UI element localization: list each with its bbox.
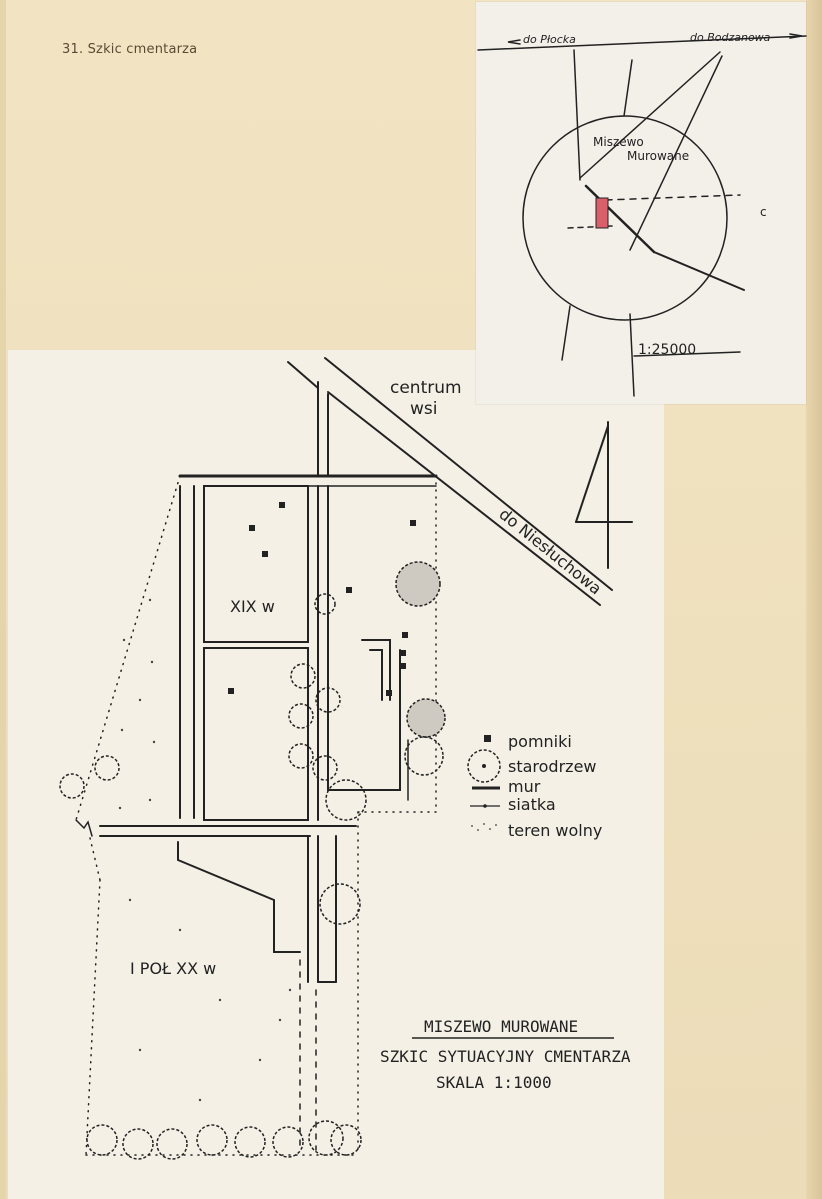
arrow-right-icon: [789, 33, 803, 39]
old-tree-icon: [467, 749, 501, 783]
dashed-road-2: [567, 225, 613, 229]
old-tree-icon: [94, 755, 120, 781]
centrum-label-line1: centrum: [390, 378, 462, 398]
south-road: [561, 305, 571, 361]
centrum-label-line2: wsi: [410, 399, 437, 419]
location-inset-sheet: [476, 2, 806, 404]
old-tree-icon: [395, 561, 441, 607]
area-circle: [522, 115, 728, 321]
inset-mark: c: [760, 205, 767, 219]
north-arrow: [575, 421, 633, 569]
village-street: [584, 184, 656, 254]
figure-caption: 31. Szkic cmentarza: [62, 42, 198, 57]
monument-square-icon: [386, 690, 392, 696]
old-tree-icon: [288, 703, 314, 729]
south-road-2: [629, 313, 635, 397]
monument-square-icon: [262, 551, 268, 557]
scale-bar: [633, 351, 741, 357]
monument-square-icon: [249, 525, 255, 531]
title-subtitle: SZKIC SYTUACYJNY CMENTARZA: [380, 1047, 631, 1066]
old-tree-icon: [314, 593, 336, 615]
legend: pomniki starodrzew mur siatka teren woln…: [467, 732, 602, 840]
inset-scale-label: 1:25000: [638, 342, 696, 358]
monuments-group: [228, 502, 416, 696]
old-tree-icon: [404, 736, 444, 776]
monument-square-icon: [402, 632, 408, 638]
fence-break: [75, 819, 93, 837]
title-place: MISZEWO MUROWANE: [424, 1017, 578, 1036]
centrum-road-line: [287, 361, 319, 389]
section-19c-label: XIX w: [230, 597, 275, 616]
right-plot-inner-2: [369, 649, 383, 701]
dashed-road: [605, 194, 741, 201]
cemetery-location-marker: [595, 197, 609, 229]
old-tree-icon: [319, 883, 361, 925]
monument-square-icon: [400, 650, 406, 656]
monument-square-icon: [228, 688, 234, 694]
road-label-bodzanow: do Bodzanowa: [690, 31, 771, 44]
monument-square-icon: [279, 502, 285, 508]
old-tree-icon: [406, 698, 446, 738]
title-block: MISZEWO MUROWANE SZKIC SYTUACYJNY CMENTA…: [380, 1017, 631, 1092]
old-tree-icon: [330, 1124, 362, 1156]
old-tree-icon: [312, 755, 338, 781]
monument-square-icon: [410, 520, 416, 526]
legend-label: teren wolny: [508, 821, 602, 840]
arrow-left-icon: [507, 39, 521, 45]
old-tree-icon: [290, 663, 316, 689]
old-tree-icon: [86, 1124, 118, 1156]
monument-square-icon: [346, 587, 352, 593]
village-label-1: Miszewo: [593, 135, 644, 149]
free-area-dots-icon: [471, 823, 497, 831]
nieluchowa-road-upper: [324, 357, 613, 591]
monument-square-icon: [484, 735, 491, 742]
village-street-east: [653, 251, 745, 291]
right-plot-inner: [361, 639, 391, 701]
legend-label: siatka: [508, 795, 556, 814]
section-lower-plot: [203, 647, 309, 821]
monument-square-icon: [400, 663, 406, 669]
village-label-2: Murowane: [627, 149, 689, 163]
old-tree-icon: [122, 1128, 154, 1160]
page-edge-left: [0, 0, 6, 1199]
village-road: [573, 49, 581, 181]
title-scale: SKALA 1:1000: [436, 1073, 552, 1092]
free-area-dots: [118, 598, 292, 1102]
right-plot-outline: [327, 485, 401, 791]
old-tree-icon: [272, 1126, 304, 1158]
nieluchowa-road-lower: [327, 391, 601, 606]
road-to-bodzanow-2: [629, 55, 723, 251]
section-20c-label: I POŁ XX w: [130, 959, 216, 978]
west-fence-mid: [89, 837, 101, 881]
old-tree-icon: [315, 687, 341, 713]
lower-step-outline: [177, 841, 301, 953]
short-road: [623, 59, 633, 117]
old-tree-icon: [308, 1120, 344, 1156]
old-tree-icon: [156, 1128, 188, 1160]
legend-label: pomniki: [508, 732, 572, 751]
old-tree-icon: [288, 743, 314, 769]
page-edge-right: [806, 0, 822, 1199]
old-trees-group: [59, 561, 446, 1160]
road-to-bodzanow: [579, 51, 721, 179]
old-tree-icon: [234, 1126, 266, 1158]
road-label-plock: do Płocka: [523, 33, 576, 46]
legend-label: starodrzew: [508, 757, 597, 776]
old-tree-icon: [196, 1124, 228, 1156]
old-tree-icon: [325, 779, 367, 821]
main-road: [477, 35, 807, 51]
legend-label: mur: [508, 777, 541, 796]
old-tree-icon: [59, 773, 85, 799]
